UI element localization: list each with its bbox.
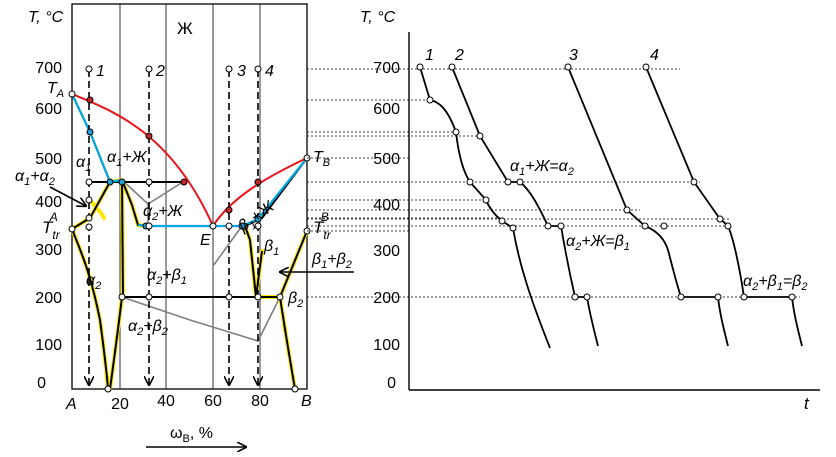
time-axis-label: t bbox=[804, 394, 810, 413]
t-tick: 300 bbox=[35, 242, 62, 259]
t-tick: 600 bbox=[373, 101, 400, 118]
a1-region: α1 bbox=[76, 154, 91, 174]
cooling-curve-2 bbox=[451, 66, 599, 347]
a2-region: α2 bbox=[86, 272, 101, 292]
reaction-eutectic: α2+Ж=β1 bbox=[566, 233, 630, 253]
guide-lines bbox=[307, 68, 800, 298]
tb-label: TB bbox=[313, 149, 330, 169]
t-tick: 600 bbox=[35, 101, 62, 118]
t-tick: 100 bbox=[373, 337, 400, 354]
ta-label: TA bbox=[47, 80, 64, 100]
tie-lines bbox=[121, 179, 281, 342]
alloy-3-label: 3 bbox=[237, 63, 246, 80]
cooling-curves-chart: T, °C t 700 600 500 400 300 200 100 0 bbox=[307, 9, 820, 413]
t-tick: 100 bbox=[35, 337, 62, 354]
cooling-points bbox=[416, 63, 796, 301]
b1b2-region: β1+β2 bbox=[311, 251, 352, 271]
x-axis-label: ωB, % bbox=[170, 425, 213, 445]
cooling-curves bbox=[419, 66, 803, 349]
curve-2-label: 2 bbox=[454, 47, 464, 64]
t-tick: 0 bbox=[37, 375, 46, 392]
alloy-1-label: 1 bbox=[96, 63, 105, 80]
t-tick: 300 bbox=[373, 243, 400, 260]
t-axis-label-left: T, °C bbox=[28, 9, 64, 26]
x-tick: 20 bbox=[111, 396, 129, 413]
liquidus-line bbox=[71, 93, 308, 229]
t-tick: 500 bbox=[35, 151, 62, 168]
ttr-a-label: TtrA bbox=[42, 210, 61, 242]
b1-region: β1 bbox=[263, 238, 279, 258]
t-tick: 500 bbox=[373, 151, 400, 168]
t-tick: 200 bbox=[373, 290, 400, 307]
t-tick: 700 bbox=[373, 60, 400, 77]
t-tick: 400 bbox=[35, 194, 62, 211]
a2b2-region: α2+β2 bbox=[128, 318, 168, 338]
curve-1-label: 1 bbox=[425, 47, 434, 64]
a1-liquid-region: α1+Ж bbox=[107, 149, 148, 169]
alloy-labels: 1 2 3 4 bbox=[96, 63, 274, 80]
reaction-labels: α1+Ж=α2 α2+Ж=β1 α2+β1=β2 bbox=[510, 158, 807, 293]
t-ticks-right: 700 600 500 400 300 200 100 0 bbox=[373, 60, 400, 392]
cooling-curve-3 bbox=[567, 66, 729, 347]
cooling-curve-4 bbox=[645, 66, 803, 347]
x-ticks-left: 20 40 60 80 bbox=[111, 393, 269, 413]
t-axis-label-right: T, °C bbox=[360, 9, 396, 26]
t-tick: 400 bbox=[373, 197, 400, 214]
phase-diagram: T, °C 700 600 500 400 300 200 100 0 20 4… bbox=[15, 3, 354, 447]
x-tick: 80 bbox=[251, 393, 269, 410]
liquid-region-label: Ж bbox=[177, 19, 193, 38]
t-tick: 200 bbox=[35, 290, 62, 307]
x-tick: 40 bbox=[157, 393, 175, 410]
a1a2-pointer-arrow bbox=[49, 186, 86, 206]
eutectic-label: E bbox=[200, 232, 211, 249]
reaction-eutectoid: α2+β1=β2 bbox=[743, 273, 807, 293]
curve-4-label: 4 bbox=[650, 47, 659, 64]
t-ticks-left: 700 600 500 400 300 200 100 0 bbox=[35, 60, 62, 392]
cooling-curve-1 bbox=[419, 66, 551, 349]
t-tick: 700 bbox=[35, 60, 62, 77]
a1a2-region: α1+α2 bbox=[15, 168, 55, 188]
curve-labels: 1 2 3 4 bbox=[425, 47, 659, 64]
t-tick: 0 bbox=[387, 375, 396, 392]
a2b1-region: α2+β1 bbox=[147, 267, 187, 287]
b2-region: β2 bbox=[287, 290, 303, 310]
component-a-label: A bbox=[65, 396, 77, 413]
curve-3-label: 3 bbox=[569, 47, 578, 64]
ttr-b-label: TtrB bbox=[313, 210, 332, 242]
diagram-points bbox=[68, 65, 311, 393]
alloy-4-label: 4 bbox=[265, 63, 274, 80]
a2-liquid-region: α2+Ж bbox=[143, 203, 184, 223]
alloy-verticals bbox=[89, 70, 258, 385]
reaction-peritectic: α1+Ж=α2 bbox=[510, 158, 574, 178]
alloy-2-label: 2 bbox=[155, 63, 165, 80]
x-tick: 60 bbox=[204, 393, 222, 410]
diagram-frame bbox=[71, 3, 308, 390]
component-b-label: B bbox=[301, 393, 312, 410]
